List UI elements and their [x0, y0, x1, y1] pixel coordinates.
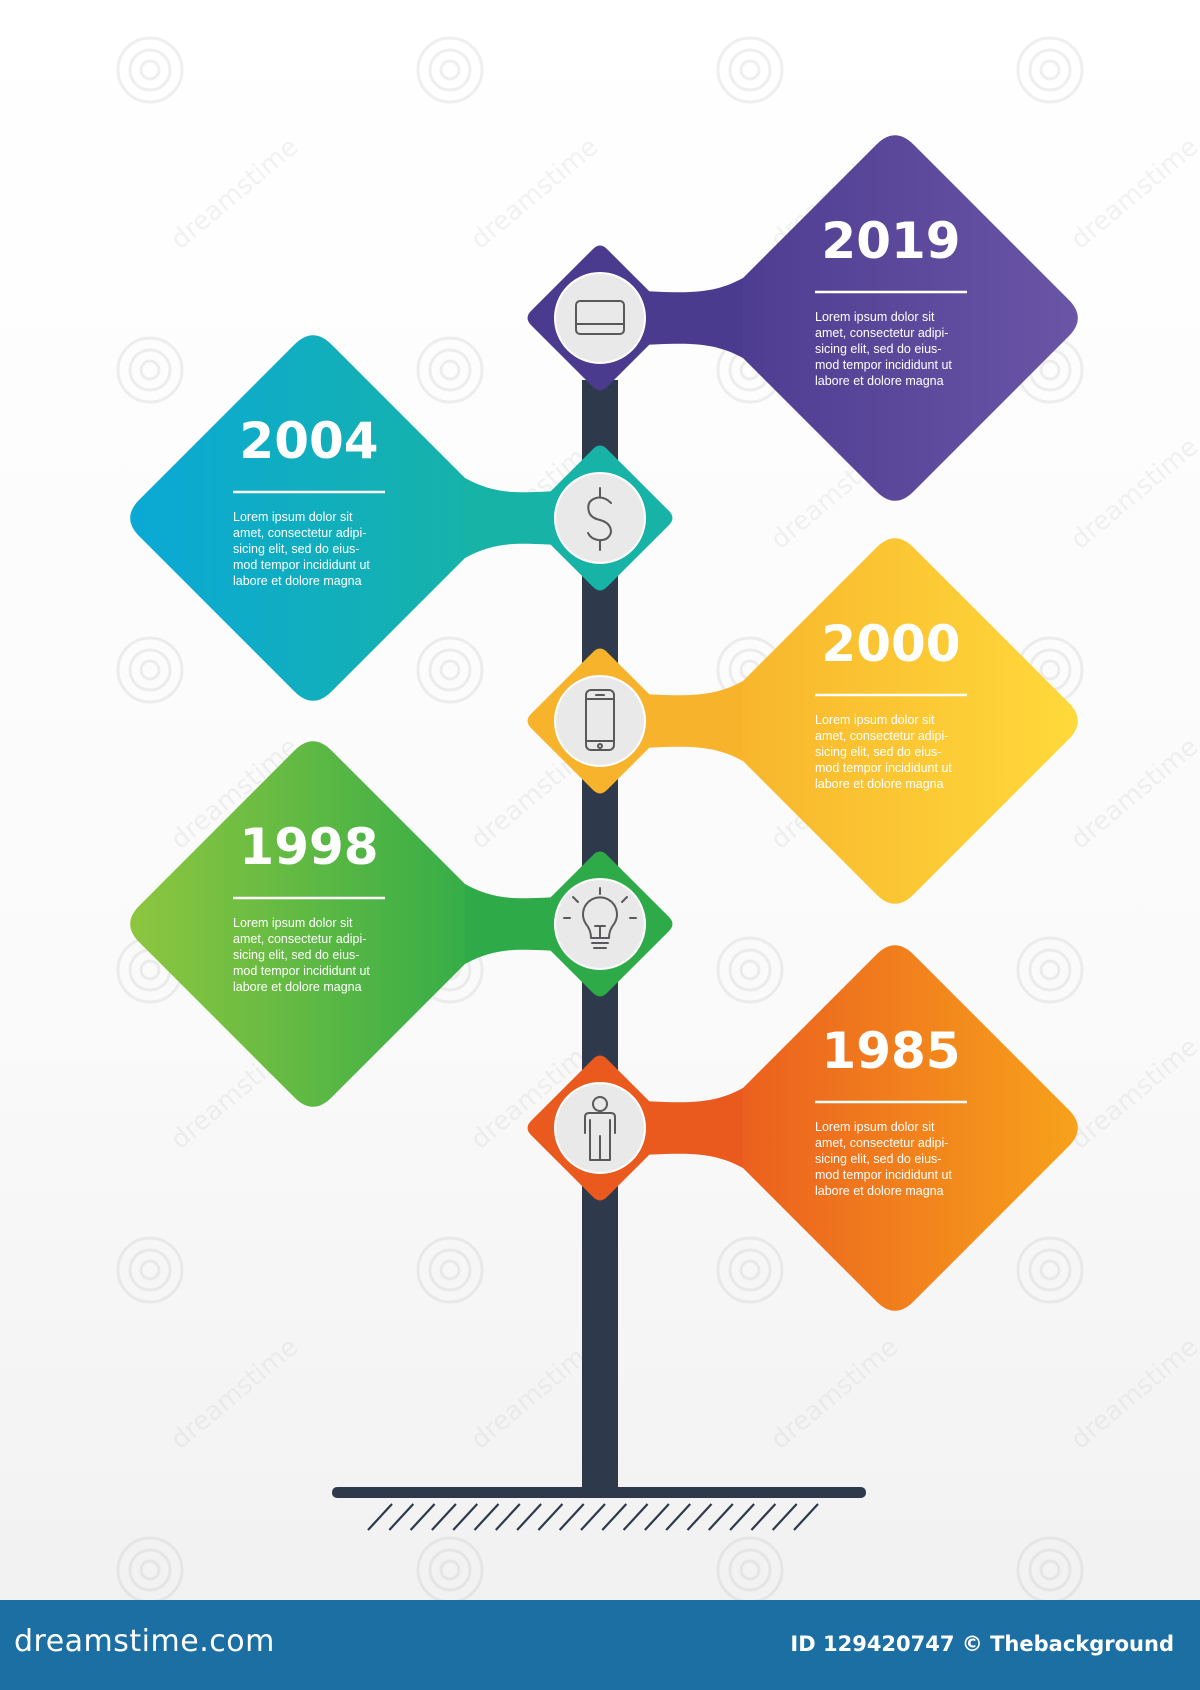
timeline-infographic: dreamstime dreamstime dreamstime dreamstime… — [116, 36, 1200, 1600]
milestone-description-line: sicing elit, sed do eius- — [815, 745, 941, 759]
milestone-description-line: mod tempor incididunt ut — [815, 1168, 952, 1182]
milestone-description-line: labore et dolore magna — [233, 980, 362, 994]
icon-circle — [554, 1082, 646, 1174]
milestone-description-line: mod tempor incididunt ut — [815, 358, 952, 372]
milestone-description-line: mod tempor incididunt ut — [233, 964, 370, 978]
watermark-text: dreamstime — [1065, 432, 1200, 555]
watermark-mark: dreamstime — [116, 1332, 304, 1600]
milestone-description-line: sicing elit, sed do eius- — [233, 542, 359, 556]
watermark-text: dreamstime — [1065, 1332, 1200, 1455]
watermark-mark: dreamstime — [1016, 36, 1084, 104]
milestone-year: 2004 — [239, 412, 378, 470]
milestone-card — [130, 335, 496, 701]
watermark-mark: dreamstime — [1016, 132, 1200, 404]
milestone-year: 1985 — [821, 1022, 960, 1080]
watermark-text: dreamstime — [165, 132, 304, 255]
milestone-description-line: amet, consectetur adipi- — [233, 932, 366, 946]
watermark-mark: dreamstime — [416, 1332, 604, 1600]
footer-bar: dreamstime.com ID 129420747 © Thebackgro… — [0, 1600, 1200, 1690]
watermark-text: dreamstime — [165, 1332, 304, 1455]
milestone-description-line: Lorem ipsum dolor sit — [233, 510, 353, 524]
milestone-card — [712, 945, 1078, 1311]
watermark-mark: dreamstime — [116, 132, 304, 404]
milestone-description-line: labore et dolore magna — [815, 1184, 944, 1198]
footer-image-id: ID 129420747 © Thebackground — [790, 1632, 1174, 1656]
watermark-text: dreamstime — [1065, 732, 1200, 855]
milestone-description-line: labore et dolore magna — [815, 777, 944, 791]
milestone-description-line: labore et dolore magna — [815, 374, 944, 388]
footer-brand[interactable]: dreamstime.com — [14, 1624, 275, 1659]
lightbulb-icon — [563, 887, 637, 949]
watermark-mark: dreamstime — [116, 36, 184, 104]
milestone-description-line: mod tempor incididunt ut — [815, 761, 952, 775]
ground-line — [332, 1487, 866, 1498]
watermark-text: dreamstime — [1065, 1032, 1200, 1155]
milestone-description-line: mod tempor incididunt ut — [233, 558, 370, 572]
milestone-description-line: amet, consectetur adipi- — [815, 729, 948, 743]
milestone-description-line: sicing elit, sed do eius- — [815, 342, 941, 356]
watermark-mark: dreamstime — [1016, 432, 1200, 704]
milestone-year: 2000 — [821, 615, 960, 673]
icon-circle — [554, 472, 646, 564]
card-icon — [575, 300, 625, 335]
smartphone-icon — [585, 689, 615, 751]
watermark-text: dreamstime — [1065, 132, 1200, 255]
dollar-icon — [587, 487, 612, 551]
milestone-year: 1998 — [239, 818, 378, 876]
milestone-year: 2019 — [821, 212, 960, 270]
milestone-description-line: Lorem ipsum dolor sit — [815, 310, 935, 324]
ground-hatch — [367, 1503, 819, 1531]
watermark-mark: dreamstime — [716, 36, 784, 104]
milestone-description-line: amet, consectetur adipi- — [815, 1136, 948, 1150]
icon-circle — [554, 675, 646, 767]
milestone-card — [712, 135, 1078, 501]
milestone-description-line: sicing elit, sed do eius- — [815, 1152, 941, 1166]
milestone-description-line: Lorem ipsum dolor sit — [815, 713, 935, 727]
watermark-text: dreamstime — [465, 132, 604, 255]
milestone-description-line: sicing elit, sed do eius- — [233, 948, 359, 962]
milestone-description-line: amet, consectetur adipi- — [233, 526, 366, 540]
watermark-mark: dreamstime — [1016, 732, 1200, 1004]
watermark-text: dreamstime — [765, 1332, 904, 1455]
watermark-mark: dreamstime — [716, 1332, 904, 1600]
person-icon — [584, 1096, 616, 1161]
milestone-description-line: amet, consectetur adipi- — [815, 326, 948, 340]
milestone-card — [712, 538, 1078, 904]
milestone-card — [130, 741, 496, 1107]
milestone-description-line: Lorem ipsum dolor sit — [815, 1120, 935, 1134]
milestone-description-line: labore et dolore magna — [233, 574, 362, 588]
milestone-description-line: Lorem ipsum dolor sit — [233, 916, 353, 930]
watermark-mark: dreamstime — [1016, 1332, 1200, 1600]
watermark-mark: dreamstime — [416, 36, 484, 104]
icon-circle — [554, 272, 646, 364]
